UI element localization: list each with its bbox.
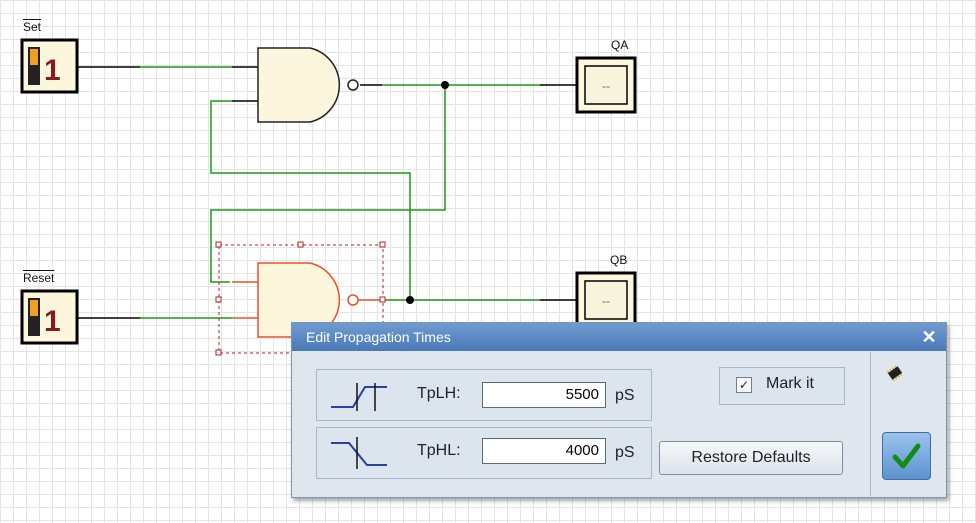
tphl-label: TpHL: xyxy=(417,442,461,459)
wire-qb-feedback xyxy=(210,100,411,300)
qa-label: QA xyxy=(611,38,629,52)
reset-switch[interactable]: 1 xyxy=(20,289,79,345)
mark-it-group: ✓ Mark it xyxy=(719,367,845,405)
checkmark-icon xyxy=(892,443,921,469)
restore-defaults-button[interactable]: Restore Defaults xyxy=(659,441,843,475)
tphl-input[interactable]: 4000 xyxy=(482,438,606,464)
tphl-group: TpHL: 4000 pS xyxy=(316,427,652,479)
svg-text:1: 1 xyxy=(44,54,61,87)
junction-dot xyxy=(441,81,449,89)
svg-text:--: -- xyxy=(602,79,610,93)
edit-propagation-dialog: Edit Propagation Times ✕ TpLH: 5500 pS T… xyxy=(291,322,947,498)
svg-text:--: -- xyxy=(602,294,610,308)
dialog-titlebar[interactable]: Edit Propagation Times ✕ xyxy=(292,323,946,351)
junction-dot xyxy=(406,296,414,304)
ok-button[interactable] xyxy=(882,432,931,480)
qb-label: QB xyxy=(610,253,628,267)
mark-it-label[interactable]: Mark it xyxy=(766,375,814,392)
tplh-input[interactable]: 5500 xyxy=(482,382,606,408)
set-switch[interactable]: 1 xyxy=(20,38,79,94)
close-icon[interactable]: ✕ xyxy=(921,327,937,347)
tplh-unit: pS xyxy=(615,387,635,404)
rising-edge-icon xyxy=(331,383,387,411)
nand-gate-a[interactable] xyxy=(257,47,359,123)
dialog-title: Edit Propagation Times xyxy=(306,329,451,345)
wire-qa-feedback xyxy=(210,85,446,283)
mark-it-checkbox[interactable]: ✓ xyxy=(736,377,752,393)
reset-label: Reset xyxy=(23,271,55,285)
set-label: Set xyxy=(23,20,42,34)
falling-edge-icon xyxy=(331,437,387,469)
tplh-label: TpLH: xyxy=(417,385,461,402)
tphl-unit: pS xyxy=(615,444,635,461)
svg-text:1: 1 xyxy=(44,305,61,338)
qa-display: -- xyxy=(575,56,637,114)
tplh-group: TpLH: 5500 pS xyxy=(316,369,652,421)
dialog-divider xyxy=(870,352,871,496)
qb-display: -- xyxy=(575,271,637,329)
chip-icon[interactable] xyxy=(885,363,905,383)
